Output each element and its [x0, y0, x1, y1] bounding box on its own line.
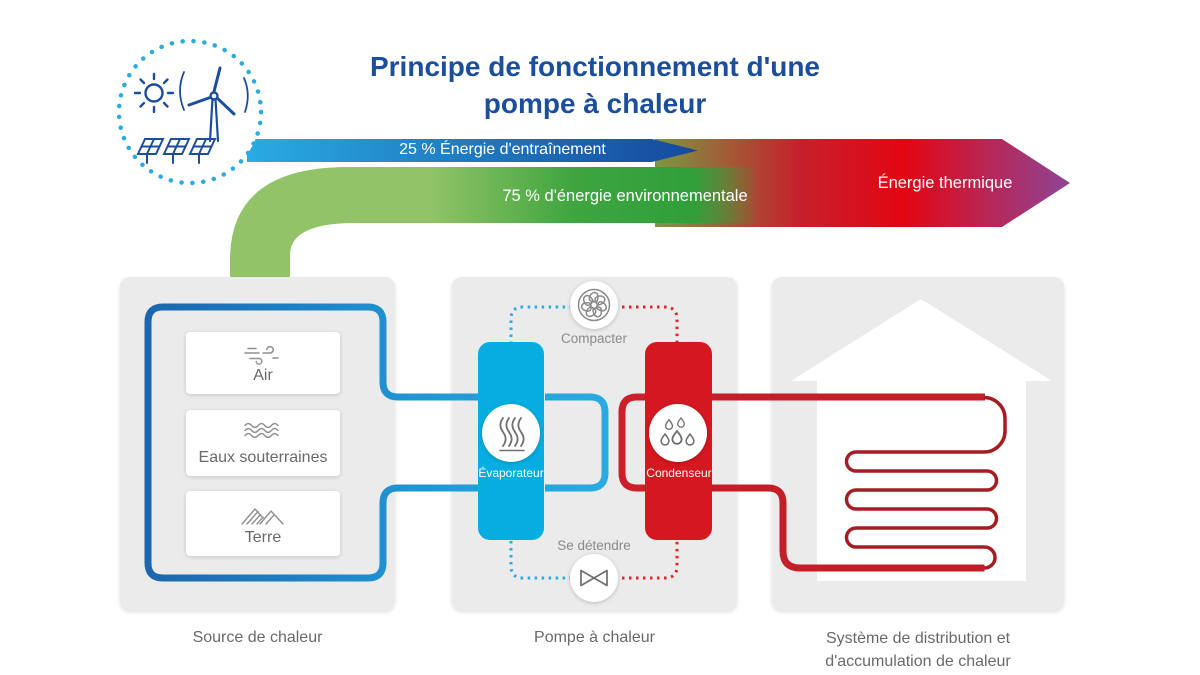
thermal-energy-label: Énergie thermique — [877, 174, 1013, 192]
valve-icon — [580, 569, 608, 587]
steam-icon — [499, 417, 525, 452]
source-item-label: Terre — [244, 529, 282, 546]
compress-label: Compacter — [560, 331, 628, 346]
distribution-box-caption: Système de distribution et d'accumulatio… — [772, 627, 1064, 673]
mountains-icon — [241, 507, 284, 525]
page-title-line2: pompe à chaleur — [483, 88, 707, 119]
badge-dotted-border — [116, 38, 264, 186]
droplets-icon — [660, 416, 695, 446]
solar-panels-icon — [136, 138, 217, 164]
renewables-badge-graphic — [116, 38, 264, 186]
evaporator-label: Évaporateur — [478, 466, 544, 480]
evaporator-circle — [482, 404, 540, 462]
page-title-line1: Principe de fonctionnement d'une — [369, 51, 821, 82]
pump-box-caption: Pompe à chaleur — [534, 629, 655, 646]
source-item-air: Air — [186, 332, 340, 394]
drive-energy-label: 25 % Énergie d'entraînement — [399, 141, 606, 158]
source-item-groundwater: Eaux souterraines — [186, 410, 340, 476]
expand-label: Se détendre — [557, 538, 631, 553]
source-item-ground: Terre — [186, 491, 340, 556]
wind-turbine-icon — [179, 66, 249, 143]
waves-icon — [244, 422, 279, 439]
distribution-caption-line1: Système de distribution et — [825, 630, 1011, 647]
compressor-circle — [570, 281, 618, 329]
condenser-label: Condenseur — [646, 466, 712, 480]
sun-icon — [133, 72, 175, 114]
source-box-caption: Source de chaleur — [192, 629, 323, 646]
distribution-caption-line2: d'accumulation de chaleur — [825, 653, 1011, 670]
source-item-label: Eaux souterraines — [198, 449, 328, 466]
renewables-badge — [114, 36, 266, 188]
page-title: Principe de fonctionnement d'une pompe à… — [250, 48, 940, 122]
environmental-energy-label: 75 % d'énergie environnementale — [502, 187, 748, 205]
source-item-label: Air — [253, 367, 273, 384]
fan-icon — [577, 288, 611, 322]
distribution-box — [772, 277, 1064, 610]
condenser-circle — [649, 404, 707, 462]
expansion-valve-circle — [570, 554, 618, 602]
wind-icon — [244, 345, 279, 365]
